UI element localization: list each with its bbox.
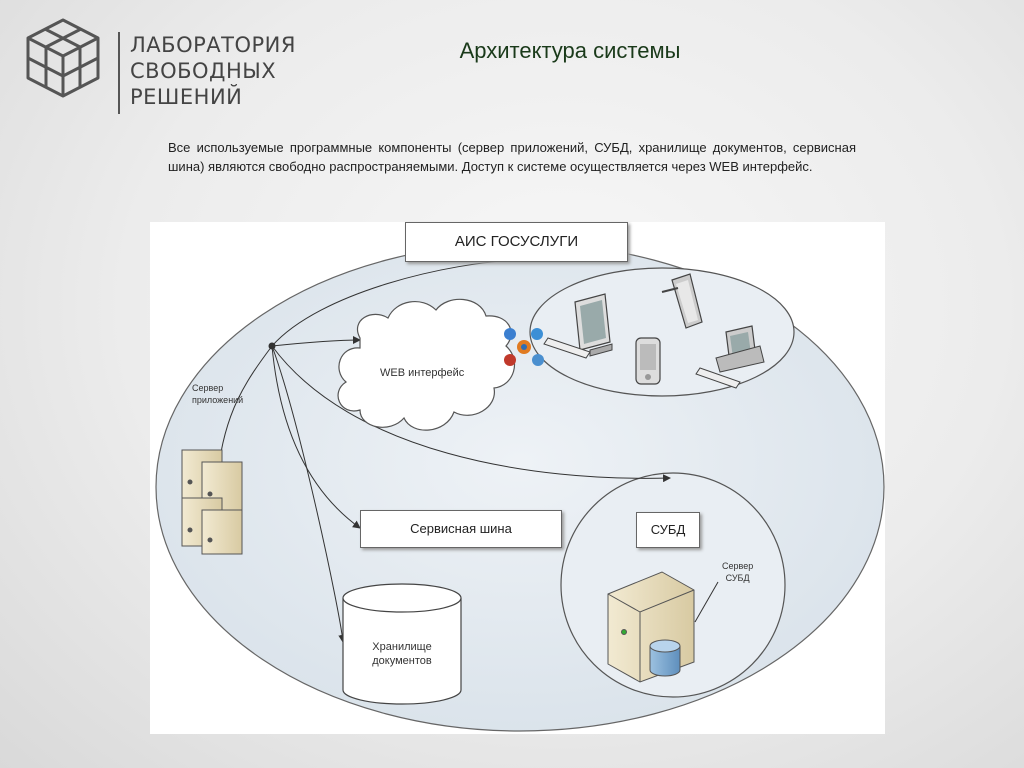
cube-logo-icon	[26, 18, 100, 98]
dbms-box: СУБД	[636, 512, 700, 548]
app-server-label: Сервер приложений	[192, 383, 244, 405]
web-interface-label: WEB интерфейс	[380, 367, 465, 379]
system-title-box: АИС ГОСУСЛУГИ	[405, 222, 628, 262]
logo-separator	[118, 32, 120, 114]
slide-title: Архитектура системы	[459, 38, 681, 63]
client-devices-ellipse	[529, 267, 795, 397]
architecture-diagram: АИС ГОСУСЛУГИ Сервер приложений WEB инте…	[150, 222, 885, 734]
workstation-icon	[695, 325, 765, 389]
diagram-canvas	[155, 242, 885, 732]
app-server-icon	[181, 449, 243, 555]
document-storage-label: Хранилище документов	[372, 641, 432, 667]
service-bus-box: Сервисная шина	[360, 510, 562, 548]
logo: ЛАБОРАТОРИЯ СВОБОДНЫХ РЕШЕНИЙ	[18, 16, 295, 114]
logo-line-2: СВОБОДНЫХ	[130, 59, 277, 83]
browser-icons	[504, 328, 544, 366]
dbms-server-icon	[607, 571, 695, 683]
logo-line-1: ЛАБОРАТОРИЯ	[130, 33, 296, 57]
dbms-server-label: Сервер СУБД	[722, 561, 754, 583]
tablet-icon	[661, 273, 703, 329]
connectors	[214, 259, 719, 643]
intro-paragraph: Все используемые программные компоненты …	[168, 140, 856, 174]
logo-wordmark: ЛАБОРАТОРИЯ СВОБОДНЫХ РЕШЕНИЙ	[130, 32, 296, 110]
web-interface-cloud	[337, 298, 516, 431]
logo-line-3: РЕШЕНИЙ	[130, 85, 243, 109]
document-storage-cylinder	[342, 583, 462, 705]
smartphone-icon	[635, 337, 661, 385]
desktop-computer-icon	[543, 293, 613, 359]
